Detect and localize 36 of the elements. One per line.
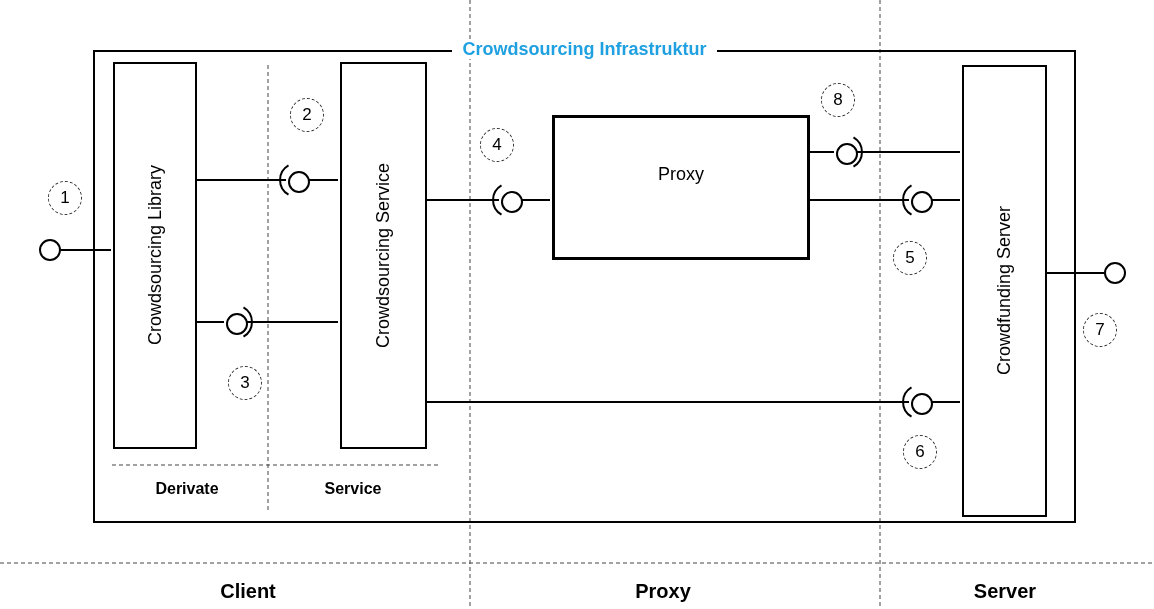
interface-ball (911, 191, 933, 213)
frame-title: Crowdsourcing Infrastruktur (452, 39, 717, 59)
interface-ball (501, 191, 523, 213)
component-label: Crowdsourcing Service (373, 162, 394, 349)
component-box (340, 62, 427, 449)
interface-ball (226, 313, 248, 335)
zone-label: Proxy (635, 580, 691, 603)
connector (930, 199, 961, 201)
interface-ball (288, 171, 310, 193)
component-box (552, 115, 810, 260)
socket-connector (194, 164, 290, 196)
component-box (113, 62, 197, 449)
interface-ball (1104, 262, 1126, 284)
component-box (962, 65, 1047, 517)
socket-connector (852, 136, 961, 168)
component-label: Crowdsourcing Library (144, 165, 166, 346)
interface-ball (39, 239, 61, 261)
connector (520, 199, 551, 201)
connector (194, 321, 225, 323)
connector (807, 151, 835, 153)
layer-label: Service (324, 480, 382, 499)
socket-connector (424, 184, 503, 216)
component-label: Crowdfunding Server (994, 206, 1015, 376)
interface-ball (836, 143, 858, 165)
connector (1044, 272, 1105, 274)
connector (60, 249, 112, 251)
component-label: Proxy (658, 164, 704, 185)
connector (307, 179, 339, 181)
socket-connector (807, 184, 913, 216)
zone-label: Server (973, 580, 1037, 603)
zone-label: Client (220, 580, 276, 603)
connector (930, 401, 961, 403)
layer-label: Derivate (155, 480, 219, 499)
interface-ball (911, 393, 933, 415)
socket-connector (242, 306, 339, 338)
socket-connector (424, 386, 913, 418)
